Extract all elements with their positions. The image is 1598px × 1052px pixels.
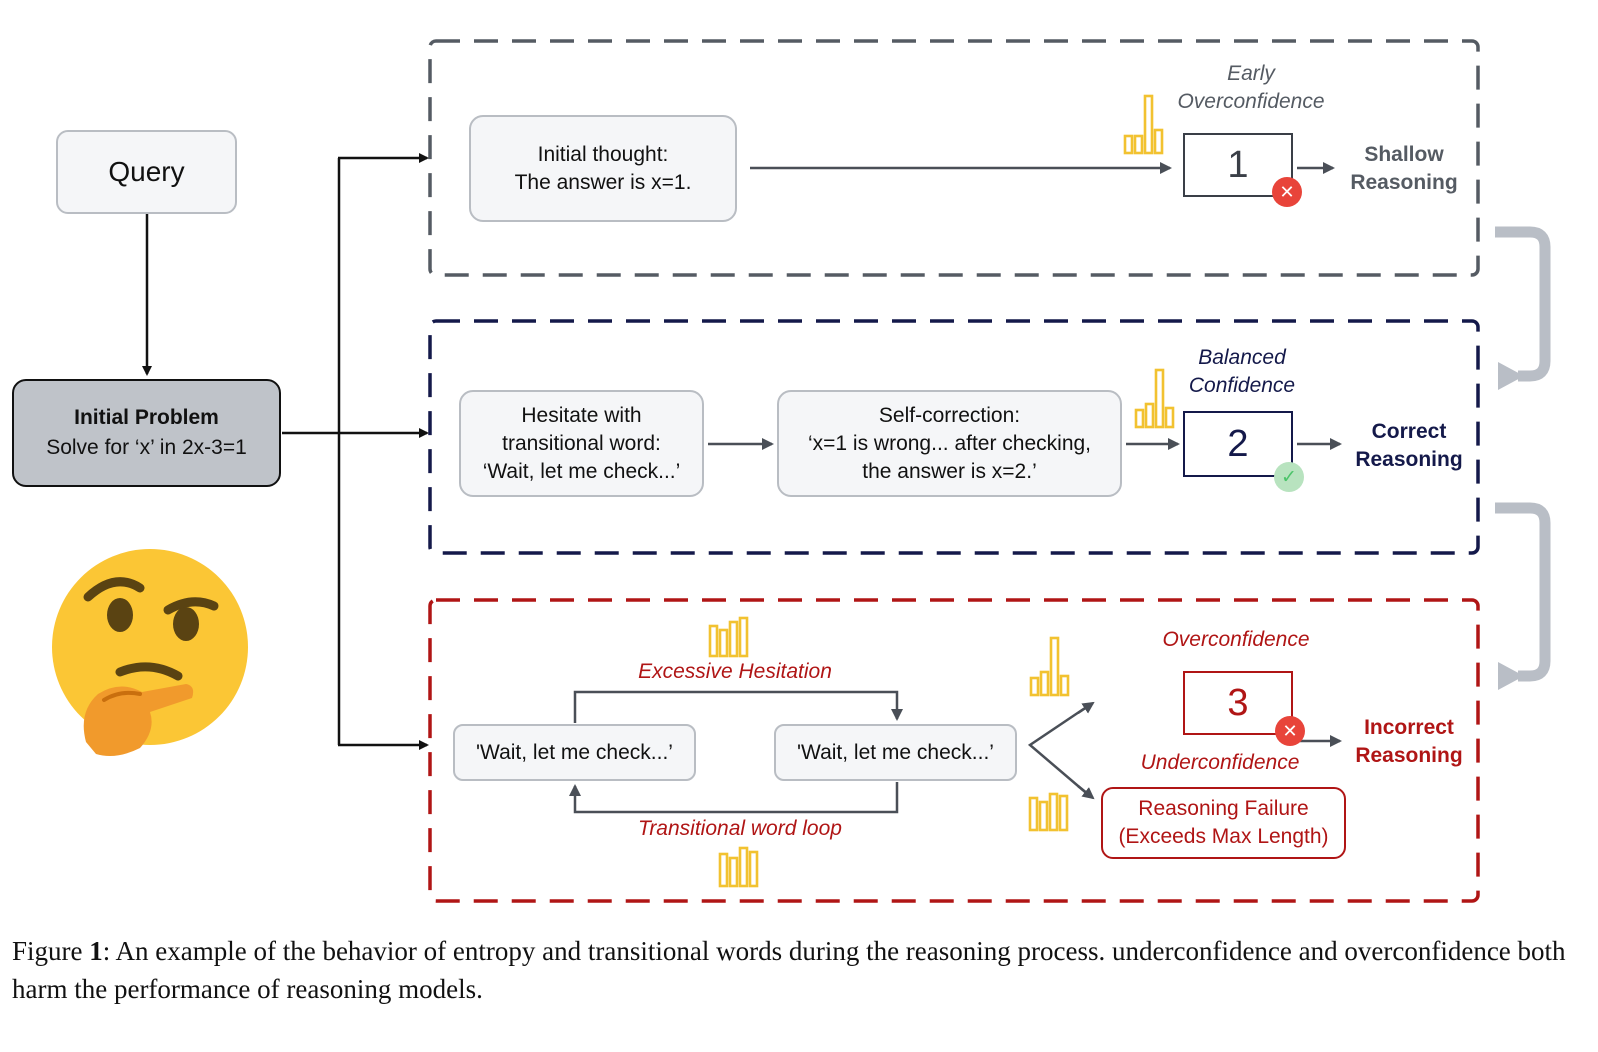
overconfidence-label: Overconfidence: [1162, 628, 1310, 651]
early-overconfidence-line2: Overconfidence: [1177, 90, 1325, 113]
initial-thought-box: Initial thought: The answer is x=1.: [469, 115, 737, 222]
answer-box-3: 3: [1183, 671, 1293, 735]
reasoning-failure-line2: (Exceeds Max Length): [1118, 825, 1329, 848]
caption-prefix: Figure: [12, 936, 90, 966]
fork-down-arrowhead: [1077, 785, 1095, 800]
hesitate-box: Hesitate with transitional word: ‘Wait, …: [459, 390, 704, 497]
loop-box-left: 'Wait, let me check...’: [453, 724, 696, 781]
incorrect-reasoning-line1: Incorrect: [1364, 716, 1454, 739]
caption-text: : An example of the behavior of entropy …: [12, 936, 1566, 1004]
query-box: Query: [56, 130, 237, 214]
initial-thought-line2: The answer is x=1.: [514, 170, 692, 194]
self-correction-line3: the answer is x=2.’: [862, 459, 1037, 483]
initial-problem-text: Solve for ‘x’ in 2x-3=1: [46, 436, 247, 459]
thinking-face-emoji: [52, 549, 248, 756]
balanced-confidence-line1: Balanced: [1198, 346, 1286, 369]
entropy-bar-icon: [708, 616, 749, 658]
balanced-confidence-line2: Confidence: [1188, 374, 1296, 397]
entropy-bar-icon: [1028, 792, 1069, 832]
answer-1: 1: [1227, 143, 1249, 186]
hesitate-line2: transitional word:: [502, 431, 661, 455]
loop-box-right-text: 'Wait, let me check...’: [797, 740, 994, 764]
wrong-mark-icon: ✕: [1272, 177, 1302, 207]
shallow-reasoning-line2: Reasoning: [1350, 171, 1458, 194]
loop-bottom-arrow: [569, 782, 899, 814]
answer-box-1: 1: [1183, 133, 1293, 197]
hesitate-line1: Hesitate with: [521, 403, 642, 427]
shallow-reasoning-label: Shallow Reasoning: [1340, 141, 1468, 197]
balanced-confidence-label: Balanced Confidence: [1162, 344, 1322, 400]
correct-reasoning-line1: Correct: [1371, 420, 1447, 443]
hesitate-line3: ‘Wait, let me check...’: [482, 459, 681, 483]
excessive-hesitation-label: Excessive Hesitation: [638, 660, 832, 683]
split-fork-lines: [1027, 702, 1092, 798]
query-label: Query: [108, 156, 185, 187]
check-mark-icon: ✓: [1274, 462, 1304, 492]
initial-problem-box: Initial Problem Solve for ‘x’ in 2x-3=1: [12, 379, 281, 487]
loop-box-right: 'Wait, let me check...’: [774, 724, 1017, 781]
fork-up-arrowhead: [1077, 701, 1095, 715]
answer-3: 3: [1227, 681, 1249, 724]
incorrect-reasoning-label: Incorrect Reasoning: [1345, 714, 1473, 770]
entropy-bar-icon: [1123, 94, 1164, 155]
initial-thought-line1: Initial thought:: [537, 142, 669, 166]
self-correction-line1: Self-correction:: [878, 403, 1021, 427]
loop-box-left-text: 'Wait, let me check...’: [476, 740, 673, 764]
incorrect-reasoning-line2: Reasoning: [1355, 744, 1463, 767]
entropy-bar-icon: [1029, 636, 1070, 697]
correct-reasoning-label: Correct Reasoning: [1345, 418, 1473, 474]
underconfidence-label: Underconfidence: [1140, 751, 1300, 774]
reasoning-failure-line1: Reasoning Failure: [1138, 797, 1309, 820]
flow-bracket-bottom: [1495, 502, 1551, 690]
panel-incorrect-reasoning: [428, 598, 1480, 903]
transitional-loop-label: Transitional word loop: [638, 817, 842, 840]
answer-box-2: 2: [1183, 411, 1293, 477]
wrong-mark-icon: ✕: [1275, 716, 1305, 746]
early-overconfidence-label: Early Overconfidence: [1166, 60, 1336, 116]
correct-reasoning-line2: Reasoning: [1355, 448, 1463, 471]
figure-caption: Figure 1: An example of the behavior of …: [12, 932, 1572, 1008]
answer-2: 2: [1227, 422, 1249, 465]
early-overconfidence-line1: Early: [1227, 62, 1275, 85]
self-correction-line2: ‘x=1 is wrong... after checking,: [807, 431, 1092, 455]
shallow-reasoning-line1: Shallow: [1364, 143, 1444, 166]
loop-top-arrow: [573, 690, 903, 723]
initial-problem-title: Initial Problem: [74, 406, 219, 429]
self-correction-box: Self-correction: ‘x=1 is wrong... after …: [777, 390, 1122, 497]
entropy-bar-icon: [718, 846, 759, 888]
reasoning-failure-box: Reasoning Failure (Exceeds Max Length): [1101, 787, 1346, 859]
flow-bracket-top: [1495, 226, 1551, 390]
entropy-bar-icon: [1134, 368, 1175, 429]
panel-balanced-confidence: [428, 319, 1480, 555]
caption-number: 1: [89, 936, 103, 966]
panel-early-overconfidence: [428, 39, 1480, 277]
